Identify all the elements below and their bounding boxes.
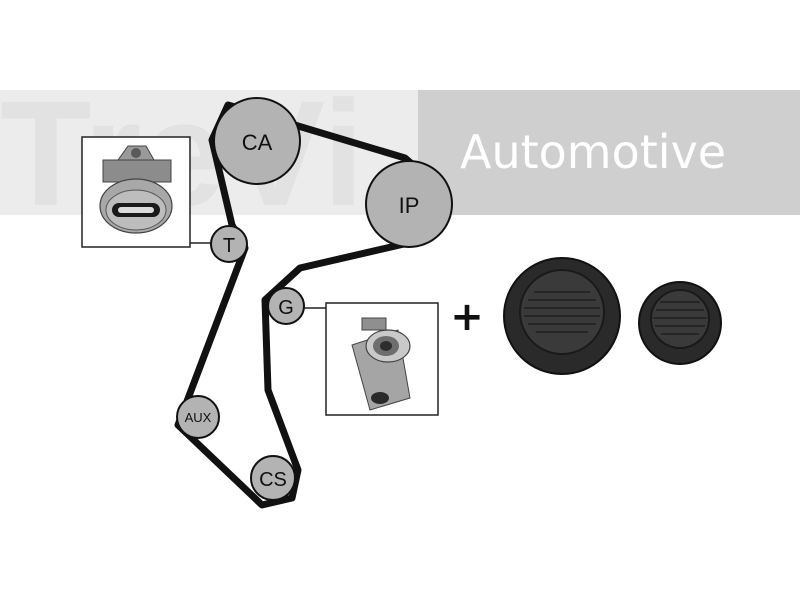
tensioner-part-image — [99, 145, 173, 234]
camshaft-label: CA — [242, 130, 273, 155]
plus-sign: + — [450, 294, 484, 340]
auxiliary-pulley: AUX — [176, 395, 220, 439]
injection-pump-pulley: IP — [365, 160, 453, 248]
injection-pump-label: IP — [399, 193, 420, 218]
guide-inset — [304, 302, 439, 416]
tensioner-inset — [81, 136, 212, 248]
watermark-brand-panel — [418, 90, 800, 215]
guide-roller-part-image — [351, 317, 411, 411]
guide-pulley: G — [267, 287, 305, 325]
tensioner-label: T — [223, 235, 235, 257]
watermark-brand-text: Automotive — [460, 125, 726, 179]
watermark: TreVi Automotive — [0, 69, 800, 237]
guide-label: G — [278, 297, 294, 319]
tensioner-pulley: T — [210, 225, 248, 263]
camshaft-pulley: CA — [213, 97, 301, 185]
small-sealing-cap — [638, 281, 722, 365]
large-sealing-cap — [503, 257, 621, 375]
crankshaft-pulley: CS — [250, 455, 296, 501]
auxiliary-label: AUX — [185, 410, 212, 425]
crankshaft-label: CS — [259, 469, 287, 491]
